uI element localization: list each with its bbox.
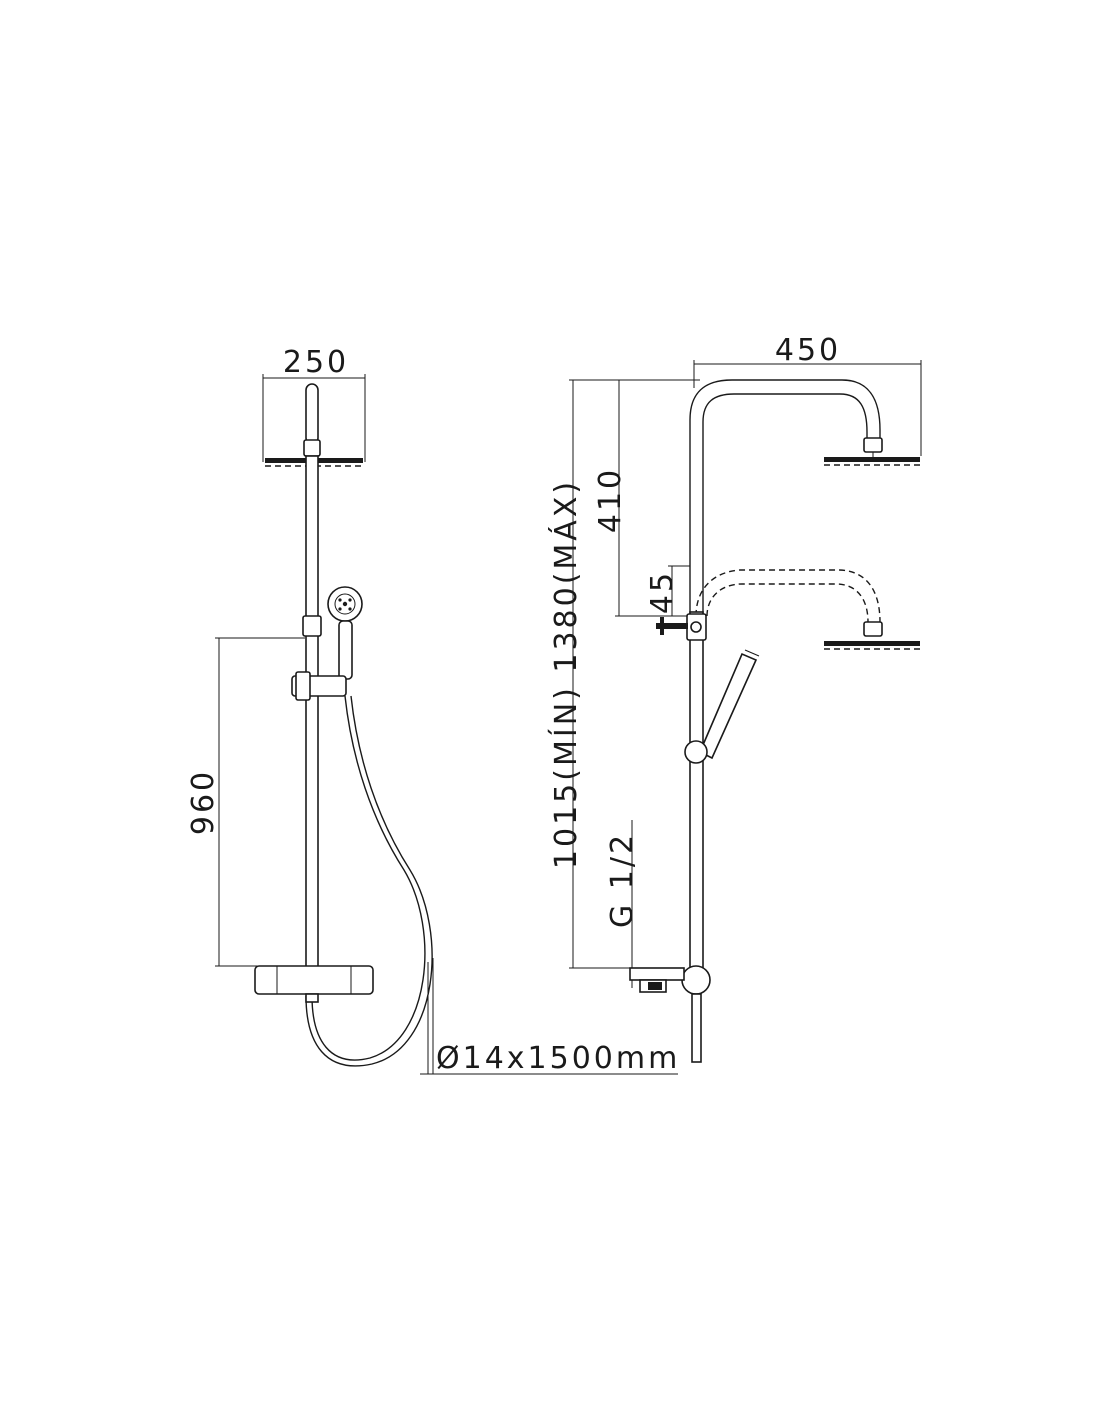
arm-reach-label: 450 <box>775 333 841 368</box>
inlet-thread-dimension: G 1/2 <box>605 820 640 988</box>
riser-connector <box>302 615 322 637</box>
front-view: 250 <box>186 345 680 1076</box>
thermostatic-mixer <box>254 965 374 1003</box>
slider-bracket <box>291 671 347 701</box>
inlet-thread-label: G 1/2 <box>605 832 640 928</box>
head-width-label: 250 <box>283 345 349 380</box>
riser-pipe-front <box>305 455 319 969</box>
hose-dimension: Ø14x1500mm <box>420 958 680 1076</box>
shower-arm-min <box>695 569 881 623</box>
arm-reach-dimension: 450 <box>693 333 922 456</box>
slide-range-dimension: 960 <box>186 637 305 967</box>
mixer-body-side <box>681 965 711 995</box>
head-width-dimension: 250 <box>262 345 366 462</box>
height-clamp <box>656 613 707 641</box>
arm-nozzle-max <box>863 437 883 453</box>
riser-pipe-side <box>689 611 704 969</box>
height-dimension: 1015(MÍN) 1380(MÁX) <box>548 379 700 969</box>
hand-shower-side <box>698 649 760 760</box>
height-label: 1015(MÍN) 1380(MÁX) <box>548 479 584 869</box>
inlet-offset-dimension: 45 <box>645 565 690 616</box>
rain-head-max <box>824 457 920 462</box>
shower-arm-max <box>689 379 881 616</box>
adjust-range-dimension: 410 <box>593 380 690 617</box>
slide-range-label: 960 <box>186 769 221 835</box>
adjust-range-label: 410 <box>593 467 628 533</box>
top-arm-front <box>303 383 321 457</box>
hand-shower <box>327 586 363 680</box>
arm-nozzle-min <box>863 621 883 637</box>
inlet-offset-label: 45 <box>645 570 680 614</box>
shower-hose <box>311 695 426 1061</box>
hose-label: Ø14x1500mm <box>436 1041 680 1076</box>
inlet-connector <box>629 967 685 981</box>
slider-knob-side <box>684 740 708 764</box>
rain-head-min <box>824 641 920 646</box>
lower-pipe-side <box>691 993 702 1063</box>
side-view: 450 1015(MÍN) 1380(MÁX) 410 45 G 1/2 <box>548 333 922 1063</box>
